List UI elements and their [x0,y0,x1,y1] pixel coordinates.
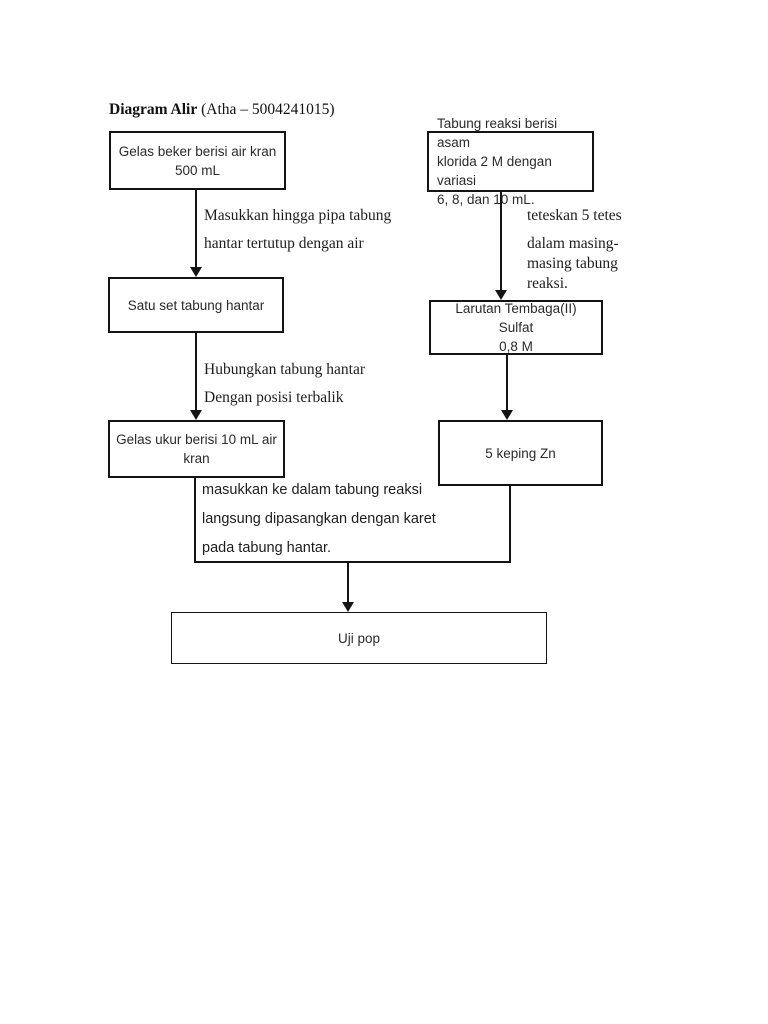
connector-left-line [194,478,196,563]
node-tabung-reaksi: Tabung reaksi berisi asam klorida 2 M de… [427,116,594,207]
arrow-line [347,563,349,602]
page-title: Diagram Alir (Atha – 5004241015) [109,101,335,119]
connector-right-line [509,486,511,563]
arrowhead-down-icon [501,410,513,420]
arrowhead-down-icon [495,290,507,300]
edge-label-masukkan-ke-dalam: masukkan ke dalam tabung reaksi langsung… [202,482,436,556]
arrowhead-down-icon [190,410,202,420]
connector-horizontal-line [194,561,511,563]
node-satu-set-tabung-hantar: Satu set tabung hantar [108,277,284,333]
edge-label-teteskan: teteskan 5 tetes [527,207,622,224]
arrow-line [195,333,197,410]
node-gelas-ukur: Gelas ukur berisi 10 mL air kran [108,420,285,478]
node-larutan-tembaga: Larutan Tembaga(II) Sulfat 0,8 M [429,300,603,355]
node-gelas-beker: Gelas beker berisi air kran 500 mL [109,131,286,190]
title-main: Diagram Alir [109,101,198,118]
arrowhead-down-icon [342,602,354,612]
edge-label-hubungkan: Hubungkan tabung hantar Dengan posisi te… [204,361,365,406]
edge-label-masukkan-hingga: Masukkan hingga pipa tabung hantar tertu… [204,207,392,252]
edge-label-dalam-masing: dalam masing- masing tabung reaksi. [527,235,619,292]
node-uji-pop: Uji pop [171,612,547,664]
arrow-line [500,192,502,290]
title-suffix: (Atha – 5004241015) [197,101,335,118]
arrow-line [506,355,508,410]
arrow-line [195,190,197,267]
node-keping-zn: 5 keping Zn [438,420,603,486]
arrowhead-down-icon [190,267,202,277]
